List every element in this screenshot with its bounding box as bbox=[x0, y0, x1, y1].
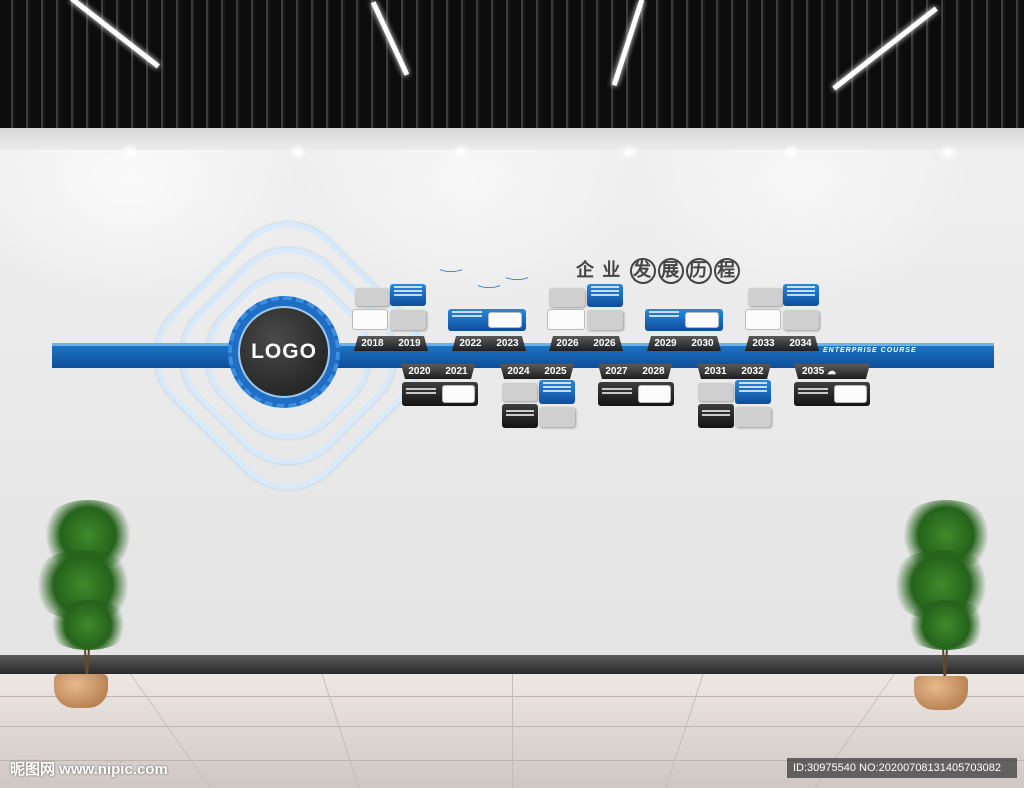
text-card bbox=[352, 309, 388, 330]
event-card bbox=[587, 284, 623, 307]
year-label: 2026 bbox=[556, 338, 579, 349]
bird-icon: ︶ bbox=[439, 270, 463, 281]
year-label: 2031 bbox=[704, 366, 727, 377]
photo-placeholder bbox=[587, 310, 623, 330]
year-label: 2035 bbox=[802, 366, 825, 377]
plant-leaves bbox=[43, 600, 133, 650]
year-label: 2025 bbox=[544, 366, 567, 377]
watermark-id: ID:30975540 NO:20200708131405703082 bbox=[787, 758, 1017, 778]
title-char-circled: 发 bbox=[629, 258, 656, 284]
bird-icon: ︶ bbox=[505, 278, 529, 289]
year-tab: 2035 ☁ bbox=[794, 364, 870, 379]
year-tab: 2031 2032 bbox=[697, 364, 771, 379]
photo-placeholder bbox=[355, 288, 389, 306]
photo-placeholder bbox=[685, 312, 719, 328]
year-label: 2024 bbox=[507, 366, 530, 377]
year-label: 2021 bbox=[445, 366, 468, 377]
title-char-circled: 展 bbox=[657, 258, 684, 284]
title-char-circled: 程 bbox=[713, 258, 740, 284]
year-label: 2032 bbox=[741, 366, 764, 377]
year-label: 2019 bbox=[398, 338, 421, 349]
year-label: 2033 bbox=[752, 338, 775, 349]
year-label: 2023 bbox=[496, 338, 519, 349]
photo-placeholder bbox=[549, 288, 585, 307]
year-tab: 2022 2023 bbox=[452, 336, 526, 351]
photo-placeholder bbox=[698, 383, 733, 401]
year-tab: 2020 2021 bbox=[401, 364, 475, 379]
spotlight bbox=[945, 150, 951, 154]
year-label: 2029 bbox=[654, 338, 677, 349]
plant-pot bbox=[914, 676, 968, 710]
spotlight bbox=[458, 150, 464, 154]
photo-placeholder bbox=[735, 407, 771, 427]
potted-plant bbox=[28, 500, 148, 710]
spotlight bbox=[626, 150, 632, 154]
logo-text: LOGO bbox=[251, 340, 317, 363]
photo-placeholder bbox=[502, 383, 537, 401]
wall-subtitle: ENTERPRISE COURSE bbox=[823, 347, 917, 354]
ceiling-light bbox=[832, 6, 938, 91]
cloud-icon: ☁ bbox=[827, 366, 837, 376]
text-card bbox=[547, 309, 585, 330]
plant-pot bbox=[54, 674, 108, 708]
year-label: 2030 bbox=[691, 338, 714, 349]
ceiling-light bbox=[611, 0, 645, 87]
year-label: 2027 bbox=[605, 366, 628, 377]
year-tab: 2026 2026 bbox=[549, 336, 623, 351]
year-tab: 2033 2034 bbox=[745, 336, 819, 351]
photo-placeholder bbox=[638, 385, 671, 403]
event-card bbox=[645, 309, 723, 331]
wall bbox=[0, 150, 1024, 655]
title-char: 企 bbox=[576, 260, 595, 281]
title-char-circled: 历 bbox=[685, 258, 712, 284]
spotlight bbox=[127, 150, 133, 154]
photo-placeholder bbox=[748, 288, 782, 306]
photo-placeholder bbox=[390, 310, 426, 330]
year-label: 2026 bbox=[593, 338, 616, 349]
year-tab: 2024 2025 bbox=[500, 364, 574, 379]
photo-placeholder bbox=[539, 407, 575, 427]
tile-joint bbox=[512, 674, 513, 788]
year-label: 2022 bbox=[459, 338, 482, 349]
photo-placeholder bbox=[834, 385, 867, 403]
cornice bbox=[0, 128, 1024, 150]
event-card bbox=[598, 382, 674, 406]
event-card bbox=[402, 382, 478, 406]
watermark-site: 昵图网 www.nipic.com bbox=[10, 761, 168, 778]
year-label: 2034 bbox=[789, 338, 812, 349]
ceiling-light bbox=[70, 0, 160, 69]
tile-joint bbox=[321, 674, 360, 788]
event-card bbox=[735, 380, 771, 404]
skirting-board bbox=[0, 655, 1024, 674]
event-card bbox=[448, 309, 526, 331]
year-label: 2018 bbox=[361, 338, 384, 349]
wall-title: 企 业 发展历程 bbox=[576, 256, 741, 284]
event-card bbox=[502, 404, 538, 428]
text-card bbox=[745, 309, 781, 330]
event-card bbox=[783, 284, 819, 306]
event-card bbox=[698, 404, 734, 428]
year-tab: 2029 2030 bbox=[647, 336, 721, 351]
year-tab: 2018 2019 bbox=[354, 336, 428, 351]
title-char: 业 bbox=[602, 260, 622, 281]
year-label: 2020 bbox=[408, 366, 431, 377]
photo-placeholder bbox=[442, 385, 475, 403]
event-card bbox=[390, 284, 426, 306]
ceiling-light bbox=[370, 1, 410, 76]
event-card bbox=[794, 382, 870, 406]
spotlight bbox=[295, 150, 301, 154]
photo-placeholder bbox=[783, 310, 819, 330]
bird-icon: ︶ bbox=[477, 286, 501, 297]
tile-joint bbox=[665, 674, 704, 788]
plant-leaves bbox=[901, 600, 991, 650]
spotlight bbox=[788, 150, 794, 154]
ceiling bbox=[0, 0, 1024, 128]
year-label: 2028 bbox=[642, 366, 665, 377]
photo-placeholder bbox=[488, 312, 522, 328]
year-tab: 2027 2028 bbox=[598, 364, 672, 379]
potted-plant bbox=[886, 500, 1006, 715]
event-card bbox=[539, 380, 575, 404]
logo-badge: LOGO bbox=[238, 306, 330, 398]
